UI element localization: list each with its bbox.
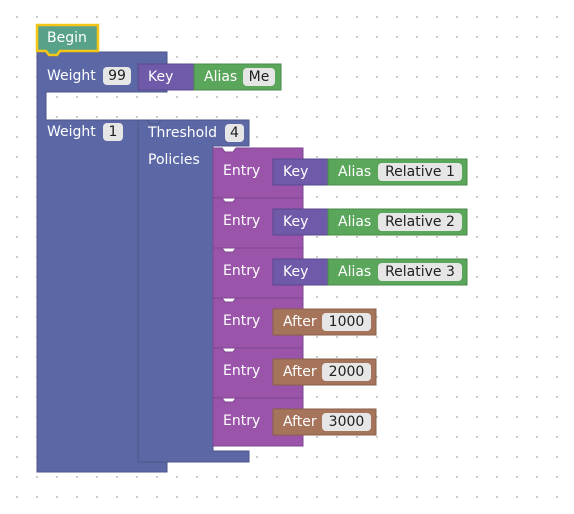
after-field[interactable]: 3000 <box>322 413 371 431</box>
entry-label: Entry <box>223 213 261 229</box>
threshold-label: Threshold <box>148 125 217 141</box>
threshold-block[interactable] <box>137 119 250 463</box>
policies-label: Policies <box>148 152 200 168</box>
begin-block[interactable] <box>35 23 100 57</box>
after-label: After <box>283 314 317 330</box>
or-label: OR <box>47 97 68 113</box>
key-label: Key <box>283 264 309 280</box>
weight-field[interactable]: 99 <box>103 67 131 85</box>
after-label: After <box>283 414 317 430</box>
entry-label: Entry <box>223 313 261 329</box>
key-label: Key <box>283 214 309 230</box>
alias-field[interactable]: Relative 1 <box>378 163 462 181</box>
after-field[interactable]: 1000 <box>322 313 371 331</box>
alias-label: Alias <box>338 264 372 280</box>
alias-field[interactable]: Relative 2 <box>378 213 462 231</box>
key-label: Key <box>283 164 309 180</box>
begin-label: Begin <box>47 30 87 46</box>
weight-label: Weight <box>47 124 96 140</box>
entry-label: Entry <box>223 163 261 179</box>
threshold-field[interactable]: 4 <box>225 124 244 142</box>
after-label: After <box>283 364 317 380</box>
alias-field[interactable]: Me <box>243 68 275 86</box>
alias-label: Alias <box>338 164 372 180</box>
entry-label: Entry <box>223 413 261 429</box>
alias-field[interactable]: Relative 3 <box>378 263 462 281</box>
entry-label: Entry <box>223 263 261 279</box>
entry-label: Entry <box>223 363 261 379</box>
after-field[interactable]: 2000 <box>322 363 371 381</box>
alias-label: Alias <box>338 214 372 230</box>
weight-label: Weight <box>47 68 96 84</box>
weight-field[interactable]: 1 <box>103 123 123 141</box>
key-label: Key <box>148 69 174 85</box>
alias-label: Alias <box>204 69 238 85</box>
